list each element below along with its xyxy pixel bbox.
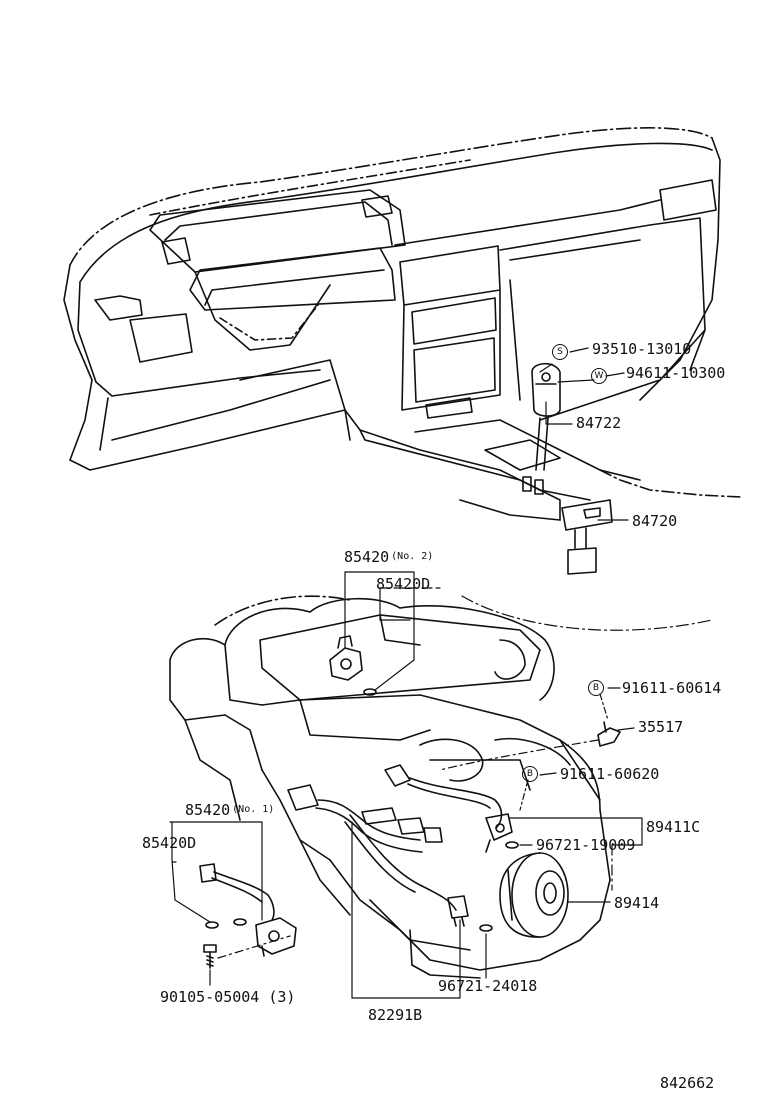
label-91611-60614: 91611-60614 — [622, 679, 722, 697]
bracket-35517 — [597, 721, 621, 747]
engine-outline — [169, 595, 611, 979]
label-85420-no1-number: 85420 — [185, 801, 231, 819]
drum-89414 — [499, 852, 569, 938]
label-96721-19009: 96721-19009 — [536, 836, 636, 854]
symbol-w-circle: W — [591, 368, 607, 384]
label-no1-suffix: (No. 1) — [232, 804, 275, 815]
label-85420d-top: 85420D — [376, 575, 431, 593]
symbol-b-circle-1: B — [588, 680, 604, 696]
label-84722: 84722 — [576, 414, 622, 432]
label-85420-no2-number: 85420 — [344, 548, 390, 566]
label-94611-10300: 94611-10300 — [626, 364, 726, 382]
label-93510-13010: 93510-13010 — [592, 340, 692, 358]
label-85420d-bottom: 85420D — [142, 834, 197, 852]
sensor-85420-no2 — [329, 635, 377, 696]
label-35517: 35517 — [638, 718, 684, 736]
label-82291b: 82291B — [368, 1006, 423, 1024]
label-90105-05004: 90105-05004 (3) — [160, 988, 296, 1006]
wiring-harness — [199, 764, 519, 969]
shift-lever — [522, 362, 561, 495]
label-85420-no1: 85420(No. 1) — [185, 801, 274, 819]
symbol-b-circle-2: B — [522, 766, 538, 782]
figure-code: 842662 — [660, 1074, 715, 1092]
dashboard-outline — [63, 127, 741, 521]
label-84720: 84720 — [632, 512, 678, 530]
label-85420-no2: 85420(No. 2) — [344, 548, 433, 566]
leader-lines — [169, 347, 713, 999]
switch-connector — [561, 499, 613, 575]
label-96721-24018: 96721-24018 — [438, 977, 538, 995]
label-no2-suffix: (No. 2) — [391, 551, 434, 562]
label-89411c: 89411C — [646, 818, 701, 836]
label-91611-60620: 91611-60620 — [560, 765, 660, 783]
symbol-s-circle: S — [552, 344, 568, 360]
label-89414: 89414 — [614, 894, 660, 912]
